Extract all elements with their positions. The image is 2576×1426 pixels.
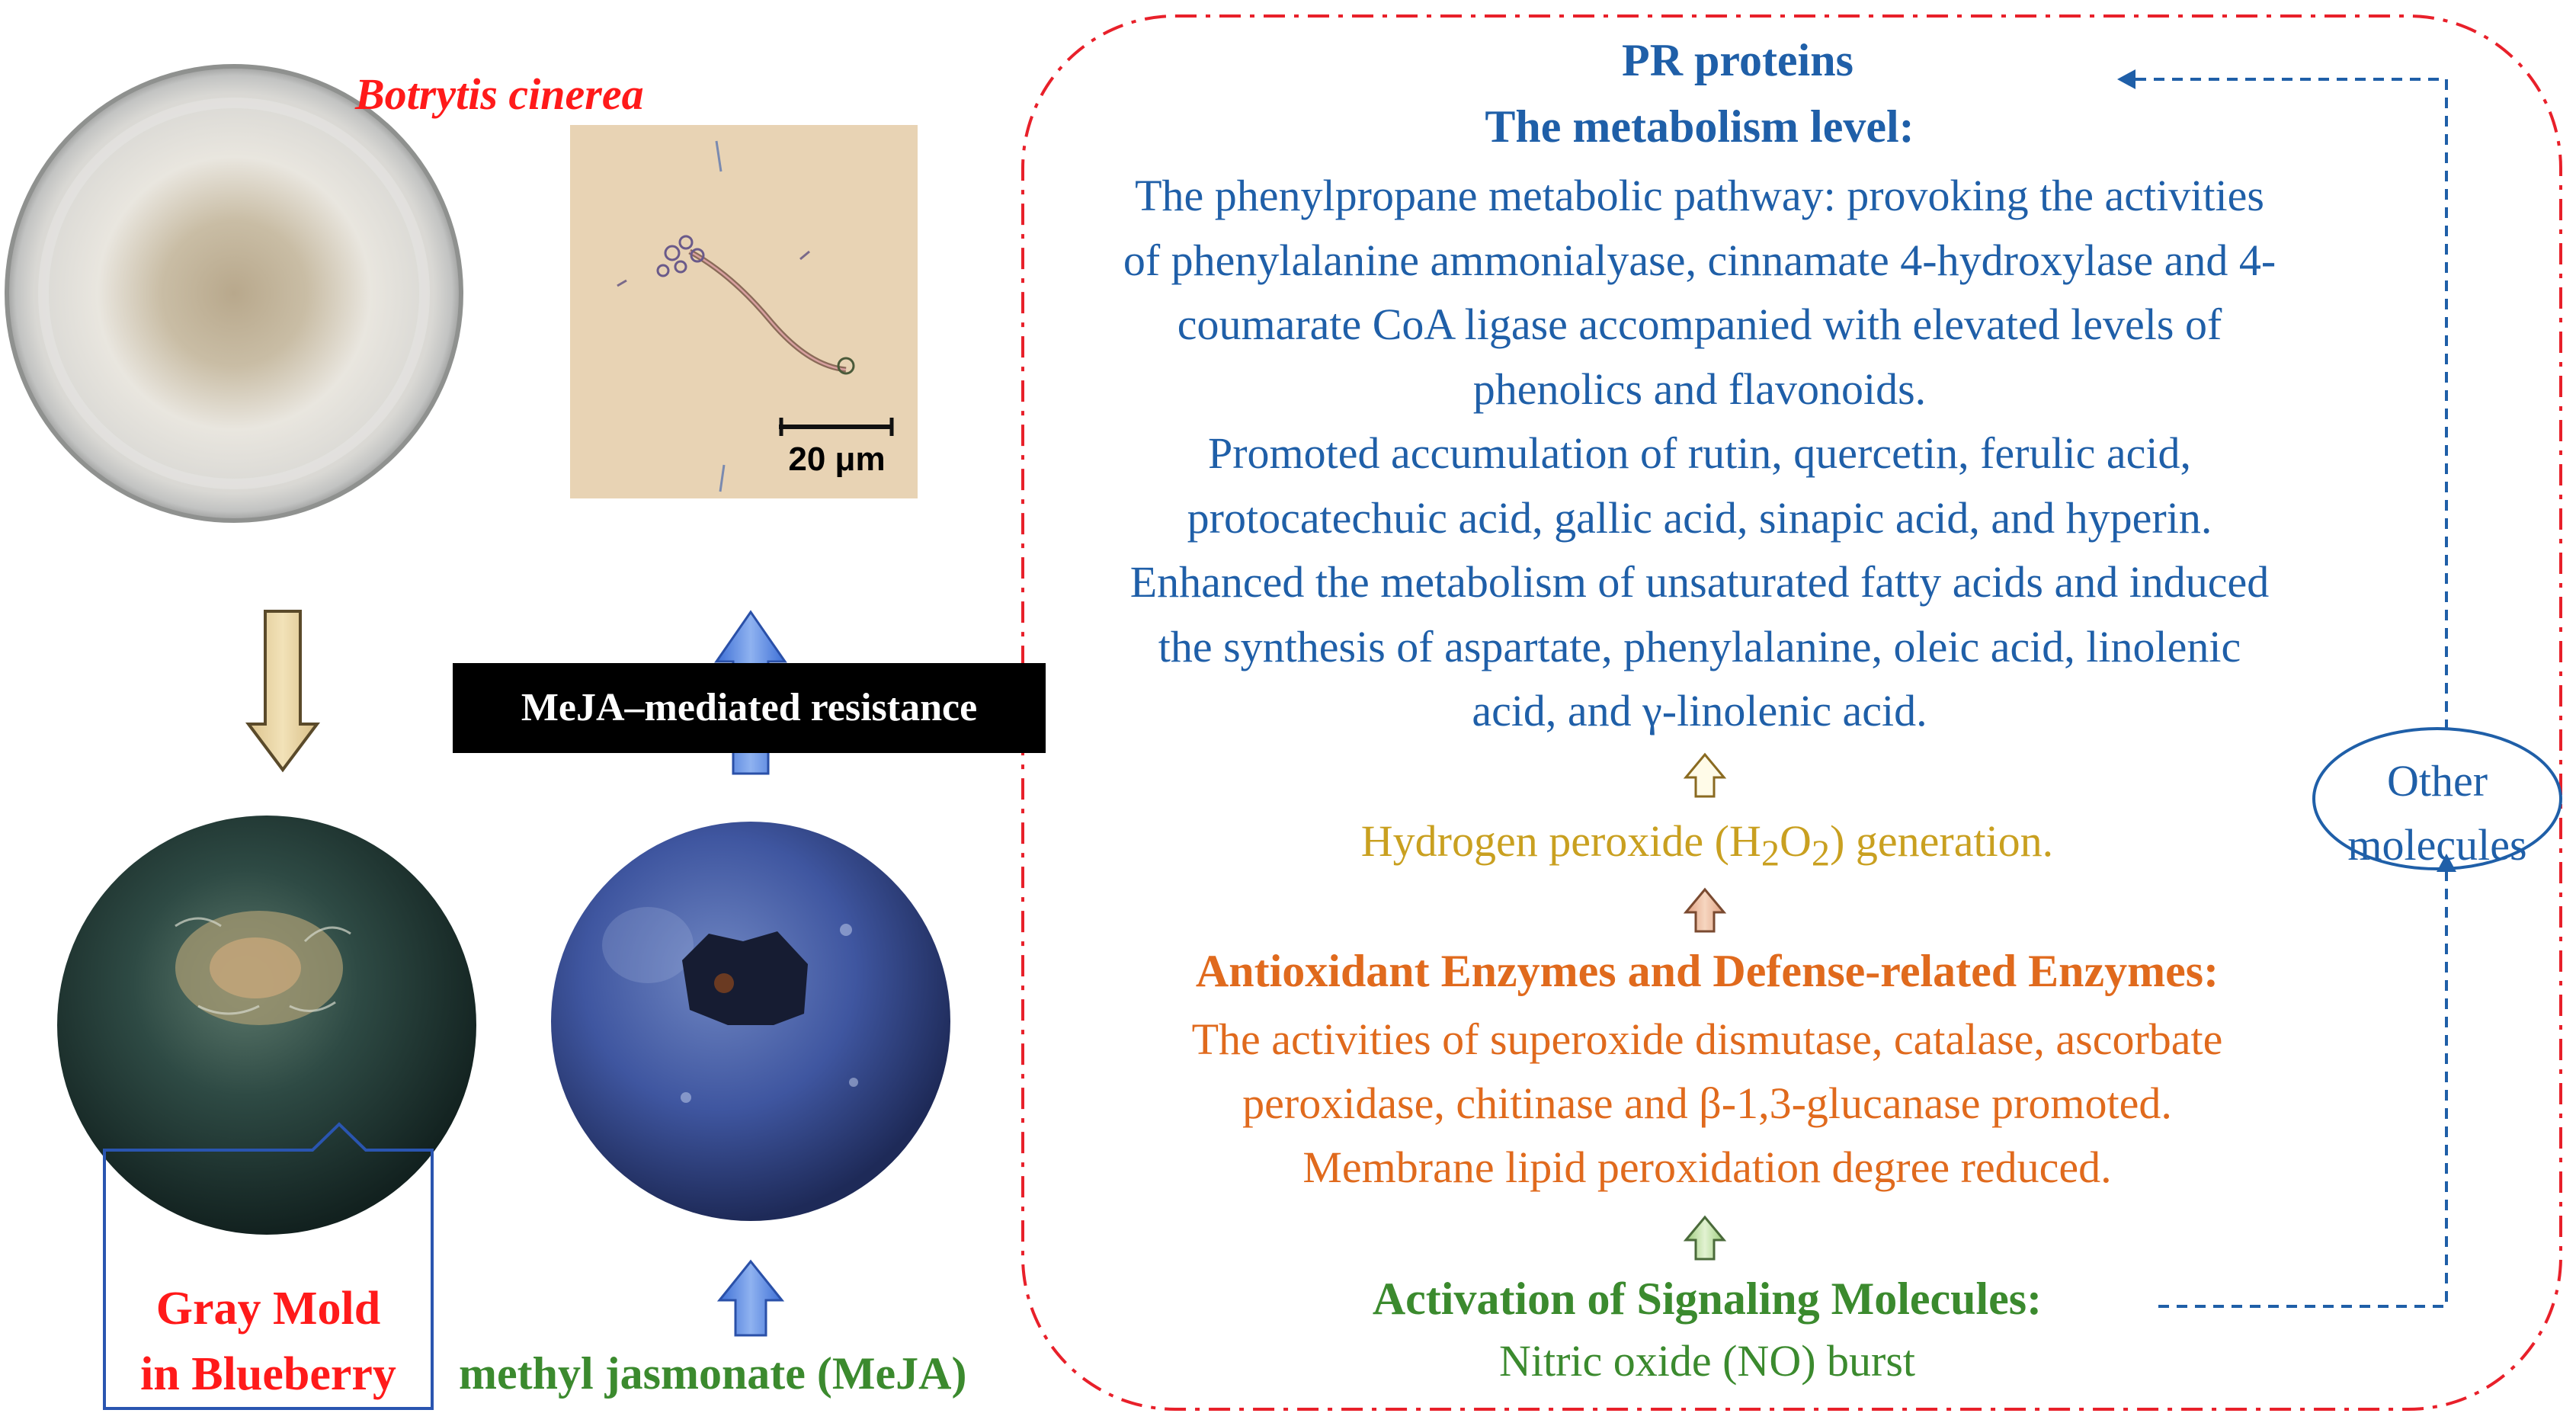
metabolism-line: The phenylpropane metabolic pathway: pro…	[1135, 171, 2264, 220]
resistance-label-box: MeJA–mediated resistance	[453, 663, 1046, 753]
mechanism-frame	[1021, 14, 2562, 1411]
gray-mold-label-box	[103, 1122, 434, 1410]
metabolism-line: Enhanced the metabolism of unsaturated f…	[1129, 557, 2270, 607]
healthy-blueberry-image	[551, 822, 950, 1221]
metabolism-line: phenolics and flavonoids.	[1472, 364, 1927, 414]
calyx	[682, 931, 808, 1025]
gray-mold-label-line1: Gray Mold	[155, 1283, 381, 1335]
metabolism-heading: The metabolism level:	[1485, 101, 1914, 152]
moldy-blueberry-image	[57, 816, 476, 1235]
feedback-dashed-line	[2158, 860, 2448, 1308]
metabolism-line: protocatechuic acid, gallic acid, sinapi…	[1187, 492, 2212, 543]
other-molecules-ellipse	[2312, 727, 2562, 870]
infection-arrow	[245, 610, 320, 773]
treatment-up-arrow	[716, 1259, 785, 1337]
enzymes-heading: Antioxidant Enzymes and Defense-related …	[1195, 946, 2219, 996]
gray-mold-label: Gray Mold in Blueberry	[104, 1276, 432, 1407]
metabolism-line: Promoted accumulation of rutin, querceti…	[1207, 428, 2192, 478]
enzymes-text-block: The activities of superoxide dismutase, …	[1052, 1008, 2363, 1200]
metabolism-line: the synthesis of aspartate, phenylalanin…	[1158, 621, 2241, 671]
feedback-dashed-line-top	[2128, 78, 2448, 730]
treatment-label: methyl jasmonate (MeJA)	[459, 1348, 967, 1399]
signaling-heading: Activation of Signaling Molecules:	[1372, 1274, 2043, 1324]
petri-dish-image	[5, 64, 463, 523]
metabolism-line: of phenylalanine ammonialyase, cinnamate…	[1123, 235, 2276, 285]
scale-bar-label: 20 μm	[788, 441, 886, 478]
metabolism-line: acid, and γ-linolenic acid.	[1472, 686, 1927, 735]
species-label: Botrytis cinerea	[355, 69, 644, 119]
signaling-text: Nitric oxide (NO) burst	[1498, 1336, 1916, 1386]
microscope-image	[570, 125, 918, 498]
h2o2-label: Hydrogen peroxide (H2O2) generation.	[1360, 816, 2054, 874]
pr-proteins-label: PR proteins	[1622, 35, 1854, 85]
signaling-to-enzymes-arrow	[1683, 1215, 1727, 1261]
h2o2-to-metabolism-arrow	[1683, 752, 1727, 798]
enzymes-line: Membrane lipid peroxidation degree reduc…	[1302, 1142, 2112, 1192]
scale-bar	[779, 418, 894, 436]
enzymes-line: peroxidase, chitinase and β-1,3-glucanas…	[1242, 1078, 2172, 1128]
gray-mold-label-line2: in Blueberry	[140, 1348, 396, 1400]
resistance-label: MeJA–mediated resistance	[521, 686, 978, 729]
feedback-arrowhead-left	[2117, 69, 2135, 89]
metabolism-text-block: The phenylpropane metabolic pathway: pro…	[1006, 164, 2393, 744]
enzymes-to-h2o2-arrow	[1683, 887, 1727, 933]
other-molecules-label: Other molecules	[2347, 756, 2527, 870]
enzymes-line: The activities of superoxide dismutase, …	[1191, 1014, 2223, 1064]
metabolism-line: coumarate CoA ligase accompanied with el…	[1177, 300, 2222, 349]
